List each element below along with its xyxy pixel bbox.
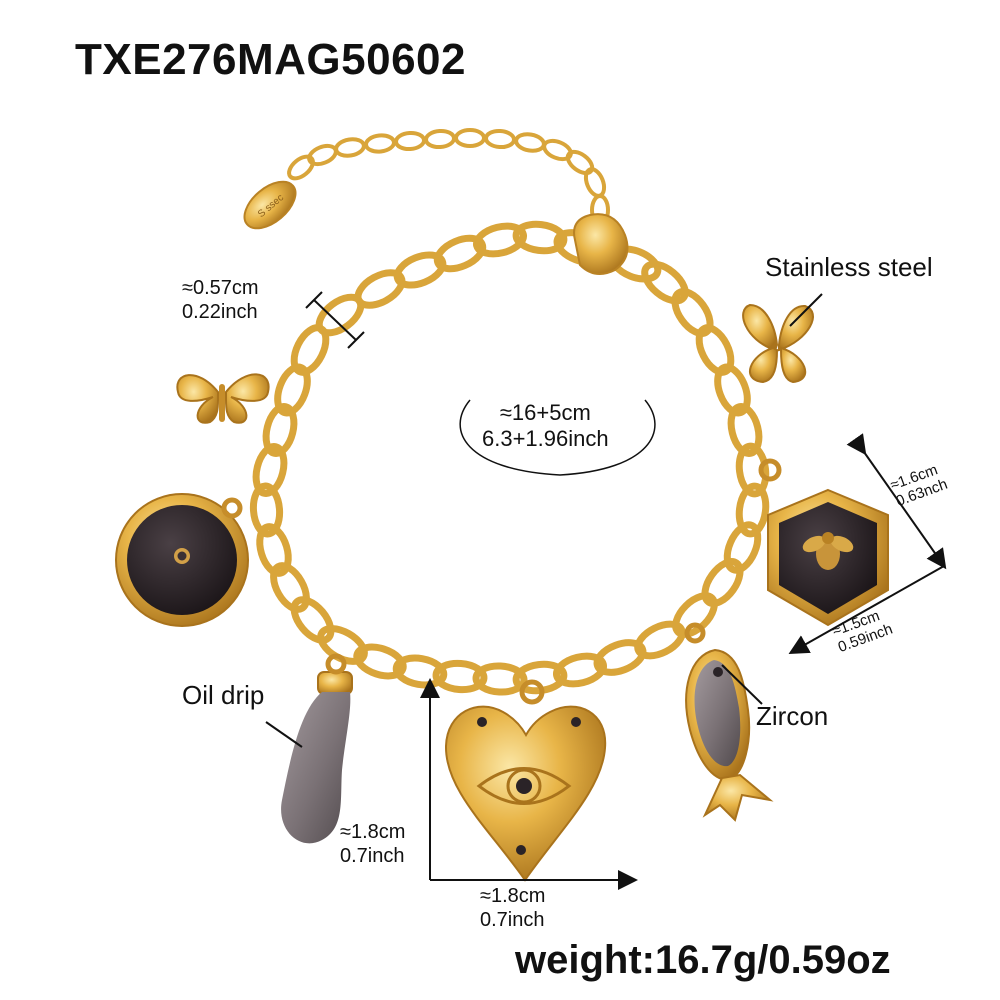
fish-charm <box>684 622 774 822</box>
chain-link <box>672 592 718 638</box>
chain-link <box>701 558 744 607</box>
oil-drip-label: Oil drip <box>182 680 265 710</box>
dimension-lines <box>265 291 947 890</box>
wings-charm <box>742 303 814 384</box>
chain-link <box>553 652 607 688</box>
chain-link <box>512 220 568 255</box>
chain-link <box>393 251 447 289</box>
butterfly-charm <box>176 373 270 424</box>
chain-link <box>334 137 366 158</box>
chain-link <box>274 363 311 417</box>
chain-link <box>270 562 310 613</box>
bracelet-length-label: ≈16+5cm 6.3+1.96inch <box>482 400 609 452</box>
heart-height-inch: 0.7inch <box>340 845 405 867</box>
chain-link <box>695 324 735 376</box>
heart-width-label: ≈1.8cm 0.7inch <box>480 884 545 932</box>
chain-link <box>727 403 763 457</box>
material-label: Stainless steel <box>765 252 933 282</box>
hexagon-bee-charm <box>758 458 889 627</box>
round-enamel-charm <box>115 493 249 627</box>
chain-link <box>307 143 338 167</box>
chain-link <box>634 620 686 660</box>
evil-eye-icon <box>476 767 572 805</box>
chain-link <box>671 288 714 337</box>
chain-link <box>514 132 546 153</box>
extension-chain <box>287 128 610 226</box>
bracelet-chain <box>249 220 770 696</box>
chain-link <box>249 482 284 538</box>
chain-link <box>262 403 298 457</box>
chain-link <box>290 596 335 644</box>
chain-link <box>424 128 456 150</box>
chain-link <box>454 128 486 148</box>
link-width-label: ≈0.57cm 0.22inch <box>182 276 259 324</box>
oil-drip-charm <box>281 653 353 844</box>
product-weight: weight:16.7g/0.59oz <box>515 938 891 982</box>
chain-link <box>290 324 330 376</box>
chain-link <box>542 138 573 162</box>
chain-link <box>432 659 488 694</box>
brand-tag: S ssec <box>243 180 297 230</box>
chain-link <box>394 130 426 152</box>
chain-link <box>353 643 407 680</box>
chain-link <box>641 260 689 305</box>
heart-height-label: ≈1.8cm 0.7inch <box>340 820 405 868</box>
length-cm: ≈16+5cm <box>499 400 591 425</box>
chain-link <box>593 639 647 676</box>
chain-link <box>364 133 396 154</box>
lobster-clasp <box>573 213 629 275</box>
chain-link <box>735 482 770 538</box>
chain-link <box>714 363 751 417</box>
chain-link <box>252 443 288 497</box>
product-sku: TXE276MAG50602 <box>75 35 466 84</box>
chain-link <box>433 234 487 273</box>
chain-link <box>735 442 770 498</box>
zircon-label: Zircon <box>756 701 829 731</box>
chain-link <box>256 523 292 577</box>
chain-link <box>392 654 448 689</box>
heart-width-inch: 0.7inch <box>480 909 545 931</box>
link-width-cm: ≈0.57cm <box>182 277 259 299</box>
link-width-inch: 0.22inch <box>182 301 258 323</box>
heart-height-cm: ≈1.8cm <box>340 821 406 843</box>
length-inch: 6.3+1.96inch <box>482 426 609 451</box>
chain-link <box>473 222 527 258</box>
heart-eye-charm <box>444 679 607 882</box>
chain-link <box>723 521 762 574</box>
heart-width-cm: ≈1.8cm <box>480 885 546 907</box>
chain-link <box>484 128 516 150</box>
chain-link <box>472 662 528 696</box>
chain-link <box>287 154 315 181</box>
